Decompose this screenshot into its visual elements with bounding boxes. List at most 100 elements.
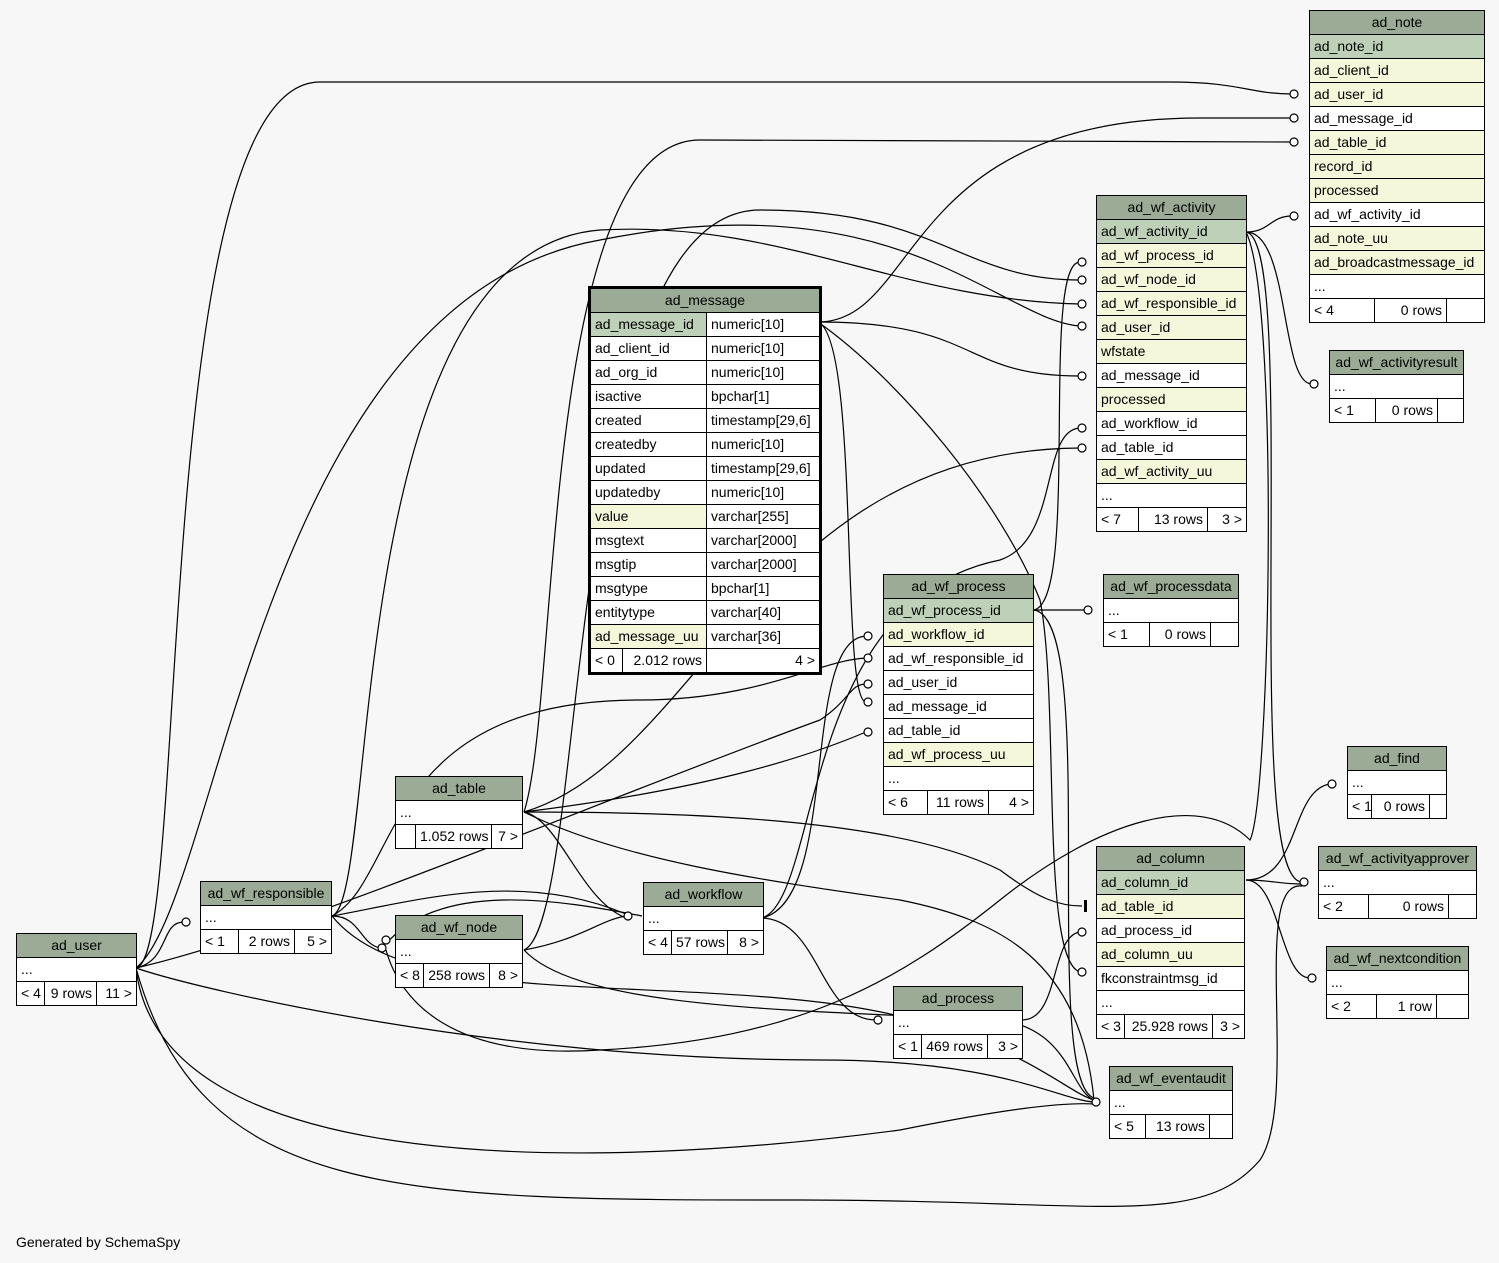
table-title[interactable]: ad_note	[1310, 11, 1484, 35]
column-row[interactable]: ...	[1319, 871, 1476, 895]
footer-parents-link[interactable]: < 7	[1101, 511, 1121, 527]
column-row[interactable]: ...	[17, 958, 136, 982]
column-row[interactable]: ad_user_id	[1310, 83, 1484, 107]
table-title[interactable]: ad_wf_eventaudit	[1110, 1067, 1232, 1091]
column-row[interactable]: ad_wf_node_id	[1097, 268, 1246, 292]
footer-children-link[interactable]	[1437, 399, 1463, 422]
column-row[interactable]: ad_wf_process_id	[1097, 244, 1246, 268]
column-row[interactable]: ...	[1330, 375, 1463, 399]
table-title[interactable]: ad_process	[894, 987, 1022, 1011]
column-row[interactable]: ad_wf_activity_uu	[1097, 460, 1246, 484]
column-row[interactable]: ad_user_id	[884, 671, 1033, 695]
column-row[interactable]: ...	[396, 801, 522, 825]
column-row[interactable]: ad_broadcastmessage_id	[1310, 251, 1484, 275]
footer-children-link[interactable]: 3 >	[987, 1035, 1022, 1058]
footer-children-link[interactable]	[1446, 299, 1484, 322]
column-row[interactable]: ...	[1104, 599, 1238, 623]
footer-parents-link[interactable]: < 1	[1352, 798, 1371, 814]
footer-children-link[interactable]	[1436, 995, 1468, 1018]
footer-children-link[interactable]: 11 >	[96, 982, 136, 1005]
column-row[interactable]: ad_table_id	[1310, 131, 1484, 155]
column-row[interactable]: ad_note_uu	[1310, 227, 1484, 251]
footer-parents-link[interactable]: < 6	[888, 794, 908, 810]
footer-children-link[interactable]: 8 >	[727, 931, 763, 954]
table-title[interactable]: ad_wf_activity	[1097, 196, 1246, 220]
column-row[interactable]: fkconstraintmsg_id	[1097, 967, 1244, 991]
footer-parents-link[interactable]: < 1	[1108, 626, 1128, 642]
footer-children-link[interactable]	[1209, 1115, 1232, 1138]
footer-children-link[interactable]: 5 >	[294, 930, 331, 953]
footer-children-link[interactable]: 4 >	[988, 791, 1033, 814]
footer-parents-link[interactable]: < 5	[1114, 1118, 1134, 1134]
column-row[interactable]: ad_table_id	[1097, 895, 1244, 919]
footer-children-link[interactable]: 3 >	[1212, 1015, 1244, 1038]
table-title[interactable]: ad_user	[17, 934, 136, 958]
table-title[interactable]: ad_table	[396, 777, 522, 801]
column-row[interactable]: ...	[894, 1011, 1022, 1035]
column-row[interactable]: ad_column_id	[1097, 871, 1244, 895]
column-row[interactable]: ad_user_id	[1097, 316, 1246, 340]
footer-parents-link[interactable]: < 4	[1314, 302, 1334, 318]
column-row[interactable]: ...	[644, 907, 763, 931]
column-row[interactable]: ...	[1097, 991, 1244, 1015]
footer-parents-link[interactable]: < 0	[595, 652, 615, 668]
column-row[interactable]: ad_wf_process_uu	[884, 743, 1033, 767]
column-row[interactable]: ...	[1097, 484, 1246, 508]
footer-parents-link[interactable]	[396, 825, 415, 848]
table-title[interactable]: ad_wf_activityapprover	[1319, 847, 1476, 871]
column-row[interactable]: processed	[1097, 388, 1246, 412]
table-title[interactable]: ad_wf_responsible	[201, 882, 331, 906]
footer-parents-link[interactable]: < 1	[205, 933, 225, 949]
table-title[interactable]: ad_wf_process	[884, 575, 1033, 599]
column-row[interactable]: ...	[1110, 1091, 1232, 1115]
column-row[interactable]: ad_workflow_id	[1097, 412, 1246, 436]
column-row[interactable]: ad_wf_responsible_id	[884, 647, 1033, 671]
column-row[interactable]: ad_note_id	[1310, 35, 1484, 59]
footer-children-link[interactable]	[1429, 795, 1446, 818]
column-row[interactable]: ad_workflow_id	[884, 623, 1033, 647]
footer-parents-link[interactable]: < 1	[1334, 402, 1354, 418]
column-row[interactable]: wfstate	[1097, 340, 1246, 364]
table-title[interactable]: ad_message	[591, 289, 819, 313]
column-row[interactable]: ad_wf_responsible_id	[1097, 292, 1246, 316]
column-row[interactable]: ...	[201, 906, 331, 930]
column-row[interactable]: ad_message_id	[1310, 107, 1484, 131]
column-row[interactable]: ad_wf_activity_id	[1097, 220, 1246, 244]
footer-children-link[interactable]	[1210, 623, 1238, 646]
column-row[interactable]: ad_column_uu	[1097, 943, 1244, 967]
footer-children-link[interactable]	[1448, 895, 1476, 918]
table-title[interactable]: ad_column	[1097, 847, 1244, 871]
column-row[interactable]: ad_message_id	[884, 695, 1033, 719]
column-row[interactable]: ...	[884, 767, 1033, 791]
footer-parents-link[interactable]: < 2	[1323, 898, 1343, 914]
column-row[interactable]: ad_process_id	[1097, 919, 1244, 943]
column-row[interactable]: ad_message_id	[1097, 364, 1246, 388]
footer-parents-link[interactable]: < 3	[1101, 1018, 1121, 1034]
column-row[interactable]: ad_wf_activity_id	[1310, 203, 1484, 227]
footer-children-link[interactable]: 7 >	[491, 825, 522, 848]
column-row[interactable]: ad_table_id	[1097, 436, 1246, 460]
footer-parents-link[interactable]: < 2	[1331, 998, 1351, 1014]
